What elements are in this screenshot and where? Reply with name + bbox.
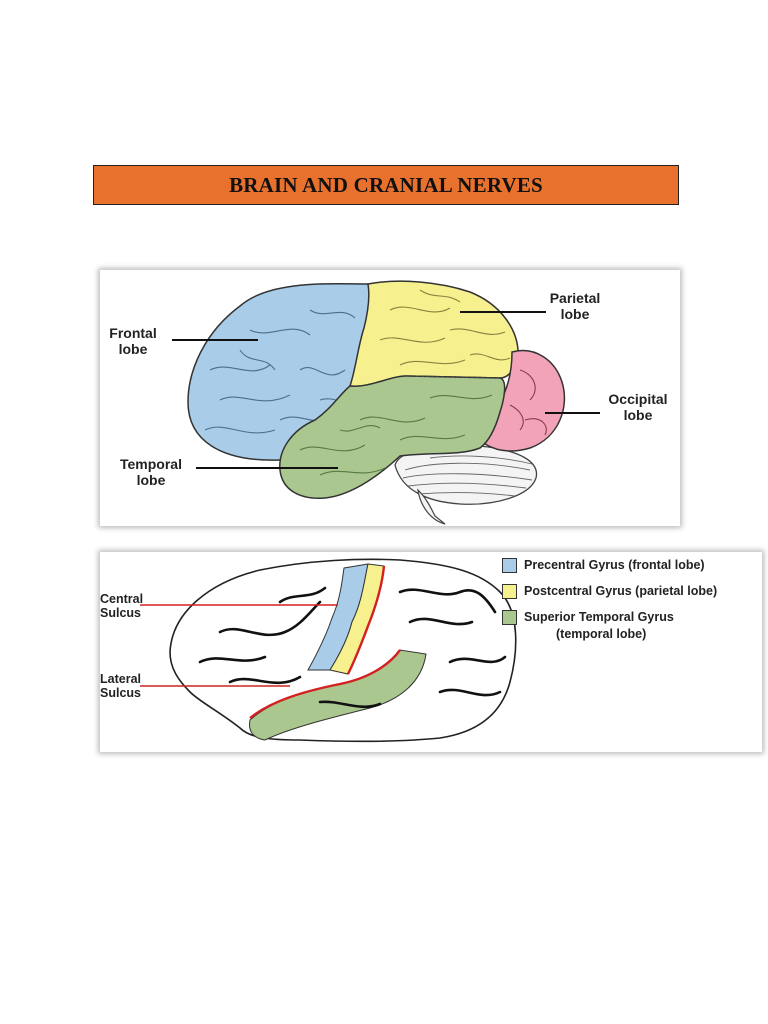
gyri-sulci-figure: Central Sulcus Lateral Sulcus Precentral… [100,552,762,752]
parietal-lobe [348,280,519,387]
temporal-label-line1: Temporal [120,456,182,472]
occipital-lobe-label: Occipital lobe [600,391,676,423]
legend-swatch-superior-temporal [502,610,517,625]
sulci-lines [198,586,507,709]
brain-lobes-illustration [172,280,600,525]
brain-lobes-figure: Frontal lobe Parietal lobe Occipital lob… [100,270,680,526]
cerebellum [394,444,538,525]
legend-swatch-precentral [502,558,517,573]
legend-item-precentral: Precentral Gyrus (frontal lobe) [524,558,705,572]
frontal-label-line2: lobe [118,341,148,357]
lateral-sulcus-label: Lateral Sulcus [100,672,141,700]
central-label-line1: Central [100,592,144,606]
title-banner: BRAIN AND CRANIAL NERVES [93,165,679,205]
frontal-label-line1: Frontal [109,325,157,341]
legend-item-temporal-lobe: (temporal lobe) [556,627,647,641]
parietal-label-line1: Parietal [549,290,601,306]
central-label-line2: Sulcus [100,606,141,620]
legend-item-superior-temporal: Superior Temporal Gyrus [524,610,674,624]
page-title: BRAIN AND CRANIAL NERVES [229,172,543,197]
parietal-lobe-label: Parietal lobe [542,290,608,322]
central-sulcus-line [346,565,386,675]
occipital-label-line1: Occipital [608,391,668,407]
temporal-label-line2: lobe [136,472,166,488]
temporal-lobe-label: Temporal lobe [108,456,194,488]
legend-swatch-postcentral [502,584,517,599]
central-sulcus-label: Central Sulcus [100,592,143,620]
occipital-label-line2: lobe [623,407,653,423]
frontal-lobe-label: Frontal lobe [102,325,164,357]
legend-item-postcentral: Postcentral Gyrus (parietal lobe) [524,584,718,598]
parietal-label-line2: lobe [560,306,590,322]
lateral-label-line2: Sulcus [100,686,141,700]
lateral-label-line1: Lateral [100,672,141,686]
lateral-sulcus-line [249,649,401,719]
gyri-sulci-illustration [140,558,517,743]
